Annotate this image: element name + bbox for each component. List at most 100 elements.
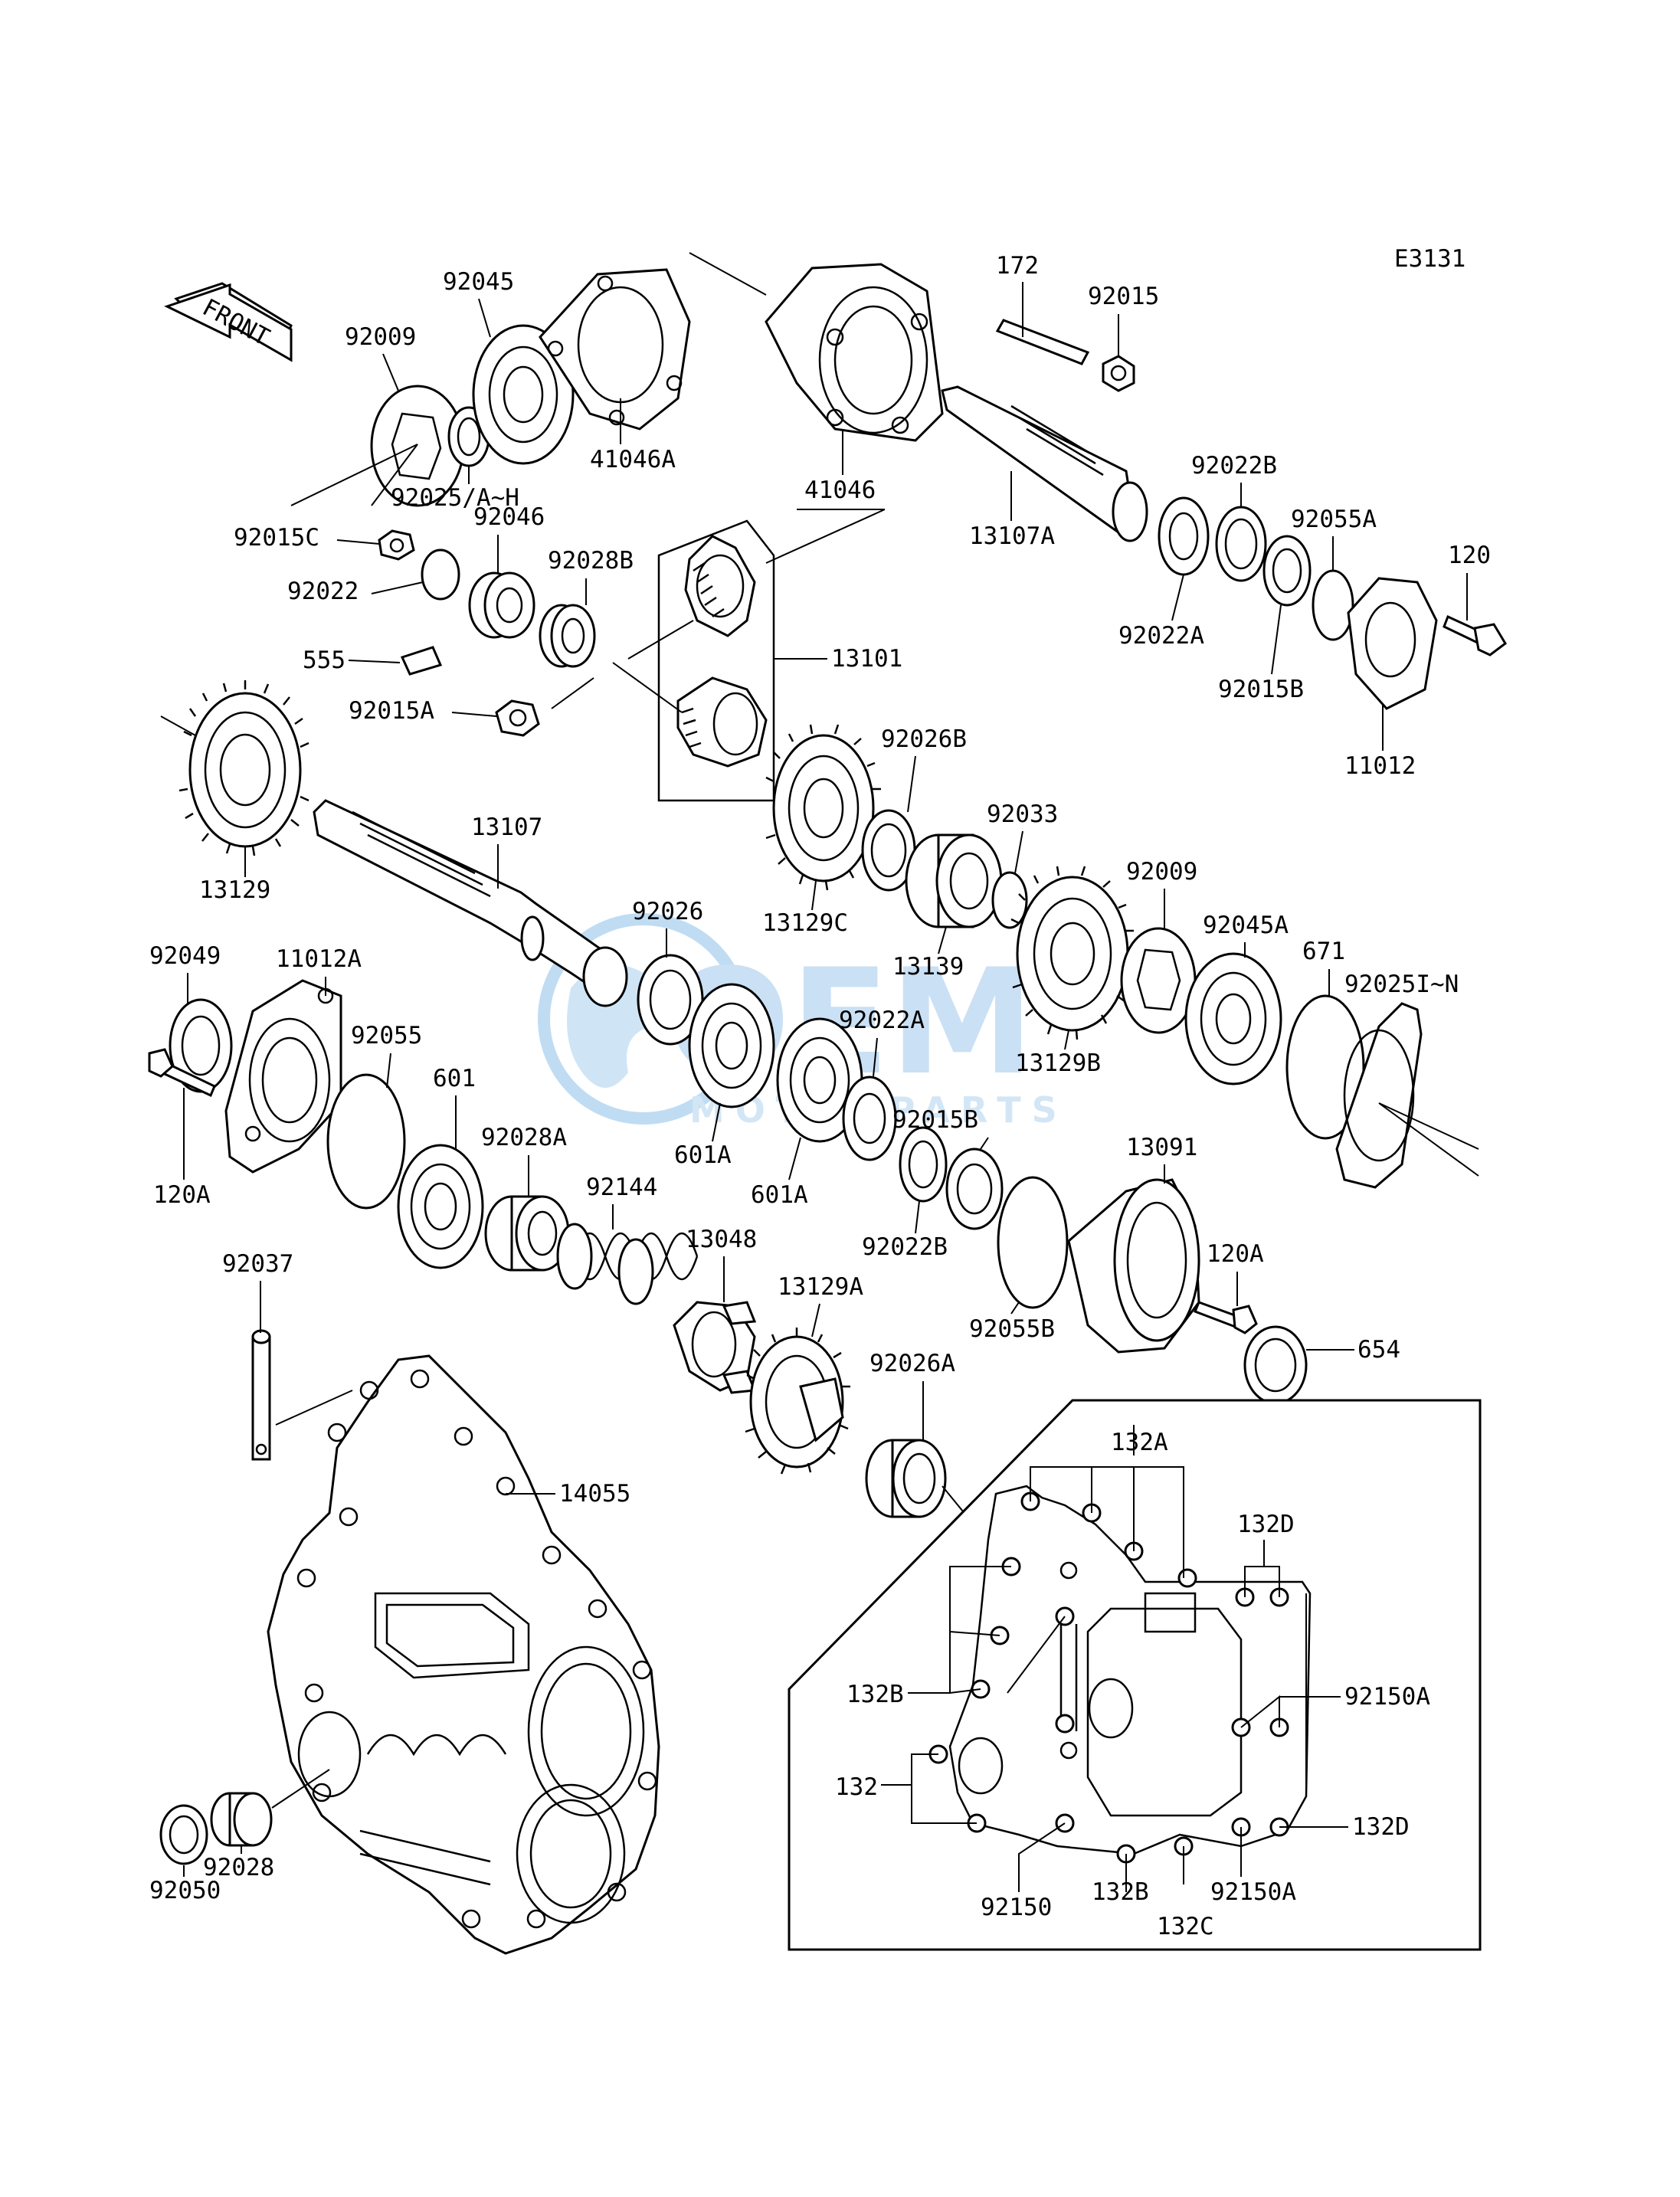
- label-120A-right: 120A: [1207, 1240, 1264, 1268]
- part-92144-spring: [556, 1223, 699, 1305]
- part-92022A-top-lockwasher: [1158, 496, 1210, 576]
- label-13107: 13107: [471, 814, 542, 841]
- part-13129-gear: [178, 680, 309, 856]
- label-13101: 13101: [831, 645, 902, 673]
- part-92045-bearing: [472, 324, 575, 465]
- label-13129: 13129: [199, 876, 270, 904]
- label-11012A: 11012A: [276, 945, 362, 973]
- label-92046: 92046: [473, 503, 545, 531]
- label-41046: 41046: [804, 476, 876, 504]
- label-14055: 14055: [559, 1480, 630, 1508]
- label-92009-top: 92009: [345, 323, 416, 351]
- part-13107-shaft: [313, 799, 628, 1007]
- label-92033: 92033: [987, 801, 1058, 828]
- label-13048: 13048: [686, 1226, 757, 1253]
- part-92015A-nut: [495, 699, 540, 737]
- inset-case-bolts: [788, 1399, 1482, 1951]
- label-92049: 92049: [149, 942, 221, 970]
- part-11012A-cover: [224, 979, 342, 1174]
- part-601A-bearing-1: [688, 983, 775, 1108]
- part-13129B-gear: [1010, 866, 1135, 1040]
- label-92015C: 92015C: [234, 524, 319, 552]
- label-132D-top: 132D: [1237, 1511, 1295, 1538]
- label-92022: 92022: [287, 578, 359, 605]
- label-601: 601: [433, 1065, 476, 1092]
- label-13129A: 13129A: [778, 1273, 863, 1301]
- label-120A-left: 120A: [153, 1181, 211, 1209]
- part-13129C-gear: [765, 724, 882, 891]
- part-92015C-nut: [378, 529, 415, 561]
- part-92015B-top-nut: [1262, 535, 1312, 607]
- label-13139: 13139: [892, 953, 964, 981]
- part-92022B-mid-washer: [899, 1126, 948, 1203]
- part-555-pin: [400, 646, 443, 676]
- part-92033-circlip: [991, 871, 1028, 929]
- part-13129A-gear: [745, 1328, 850, 1475]
- label-92026: 92026: [632, 898, 703, 925]
- label-13107A: 13107A: [969, 522, 1055, 550]
- part-14055-case: [267, 1354, 660, 1955]
- part-601-bearing: [397, 1144, 484, 1269]
- label-172: 172: [996, 252, 1039, 280]
- part-92009-mid-collar: [1120, 927, 1197, 1034]
- part-11012-cover: [1347, 577, 1438, 710]
- label-92022B-mid: 92022B: [862, 1233, 948, 1261]
- label-92055A: 92055A: [1291, 506, 1377, 533]
- part-13101-gear-set: [657, 519, 775, 802]
- part-92050-seal: [159, 1804, 208, 1865]
- part-120A-left-bolt: [148, 1048, 216, 1098]
- label-132B-bot: 132B: [1092, 1878, 1149, 1906]
- part-92055-oring: [326, 1073, 406, 1210]
- part-92022-washer: [421, 548, 460, 601]
- label-555: 555: [303, 647, 345, 674]
- label-92022A-top: 92022A: [1118, 622, 1204, 650]
- part-92026A-sleeve: [865, 1439, 947, 1518]
- part-172-stud: [995, 319, 1090, 365]
- label-92026B: 92026B: [881, 725, 967, 753]
- label-92022A-mid: 92022A: [839, 1007, 925, 1034]
- part-654-seal: [1243, 1325, 1308, 1405]
- label-92150A-bot: 92150A: [1210, 1878, 1296, 1906]
- label-132C: 132C: [1157, 1913, 1214, 1940]
- label-92055B: 92055B: [969, 1315, 1055, 1343]
- part-120A-right-bolt: [1194, 1301, 1258, 1334]
- label-11012: 11012: [1344, 752, 1416, 780]
- part-92015-nut: [1102, 355, 1135, 392]
- part-92037-plate: [251, 1329, 271, 1461]
- part-92028A-collar: [484, 1195, 570, 1272]
- label-120: 120: [1448, 542, 1491, 569]
- label-92028A: 92028A: [481, 1124, 567, 1151]
- label-601A-1: 601A: [674, 1141, 732, 1169]
- label-92028B: 92028B: [548, 547, 634, 575]
- label-132D-bot: 132D: [1352, 1813, 1410, 1841]
- part-92055A-oring: [1312, 569, 1354, 641]
- label-92022B-top: 92022B: [1191, 452, 1277, 480]
- label-13129C: 13129C: [762, 909, 848, 937]
- part-92028B-collar: [539, 604, 596, 668]
- label-92009-mid: 92009: [1126, 858, 1197, 886]
- label-132: 132: [835, 1773, 878, 1801]
- part-92045A-bearing: [1184, 952, 1282, 1085]
- part-92022B-top-washer: [1215, 506, 1267, 582]
- part-92046-bushing: [468, 571, 535, 639]
- label-654: 654: [1357, 1336, 1400, 1364]
- label-92025IN: 92025I~N: [1344, 971, 1459, 998]
- label-92045: 92045: [443, 268, 514, 296]
- part-13091-drum: [1067, 1178, 1200, 1354]
- label-92015B-top: 92015B: [1218, 676, 1304, 703]
- label-601A-2: 601A: [751, 1181, 808, 1209]
- part-92015B-mid-nut: [945, 1148, 1004, 1230]
- label-13091: 13091: [1126, 1134, 1197, 1161]
- part-13048-dog: [673, 1301, 757, 1394]
- part-13139-sleeve: [905, 833, 1003, 928]
- label-92015A: 92015A: [349, 697, 434, 725]
- label-92028: 92028: [203, 1854, 274, 1881]
- part-13107A-shaft: [941, 385, 1148, 542]
- label-92150A-top: 92150A: [1344, 1683, 1430, 1711]
- label-132B-left: 132B: [847, 1681, 904, 1708]
- label-92026A: 92026A: [869, 1350, 955, 1377]
- part-92028-collar: [210, 1792, 273, 1847]
- part-92026-washer: [637, 954, 704, 1046]
- label-41046A: 41046A: [590, 446, 676, 473]
- part-92049-seal: [169, 998, 233, 1093]
